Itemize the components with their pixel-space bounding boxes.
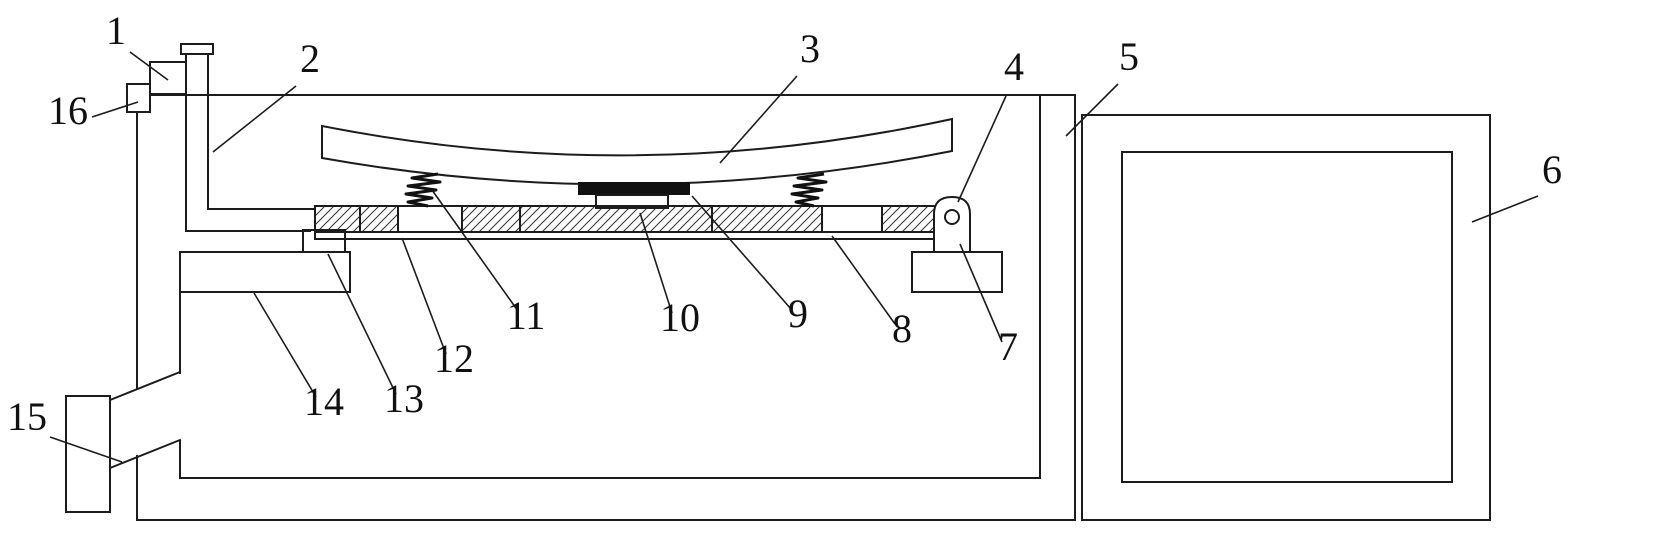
part-label-5: 5 bbox=[1119, 34, 1139, 79]
bar-plain-segment-left bbox=[398, 207, 462, 231]
part-label-6: 6 bbox=[1542, 147, 1562, 192]
support-bar bbox=[314, 205, 938, 240]
leader-line-14 bbox=[253, 292, 317, 398]
leader-line-13 bbox=[327, 253, 397, 395]
leader-line-4 bbox=[957, 95, 1007, 203]
part-label-16: 16 bbox=[48, 88, 88, 133]
right-spring bbox=[790, 172, 828, 208]
part-label-14: 14 bbox=[304, 379, 344, 424]
bar-bottom-strip bbox=[314, 231, 938, 240]
part-label-3: 3 bbox=[800, 26, 820, 71]
leader-line-8 bbox=[831, 235, 896, 325]
right-box-inner-wall bbox=[1121, 151, 1453, 483]
part-label-13: 13 bbox=[384, 376, 424, 421]
outlet-box bbox=[65, 395, 111, 513]
curved-plate bbox=[321, 117, 953, 186]
leader-lines bbox=[49, 51, 1539, 463]
solid-strip bbox=[578, 182, 690, 195]
leader-line-10 bbox=[639, 212, 673, 314]
leader-line-7 bbox=[959, 243, 1003, 343]
pivot-pin bbox=[944, 209, 960, 225]
part-label-12: 12 bbox=[434, 336, 474, 381]
part-labels: 1 2 3 4 5 6 7 8 9 10 11 12 13 14 15 16 bbox=[7, 8, 1562, 439]
bar-plain-segment-right bbox=[822, 207, 882, 231]
leader-line-15 bbox=[49, 436, 123, 463]
pivot-bracket bbox=[933, 195, 971, 253]
porous-block bbox=[302, 229, 346, 253]
leader-line-6 bbox=[1471, 195, 1539, 223]
part-label-2: 2 bbox=[300, 36, 320, 81]
leader-line-9 bbox=[691, 195, 792, 310]
outlet-box-assembly bbox=[65, 370, 182, 513]
outlet-pipe-bottom-line bbox=[108, 438, 182, 470]
inlet-pipe-outer-line bbox=[185, 49, 311, 232]
part-label-15: 15 bbox=[7, 394, 47, 439]
part-label-10: 10 bbox=[660, 295, 700, 340]
inlet-pipe bbox=[180, 43, 316, 232]
leader-line-12 bbox=[401, 237, 447, 355]
pipe-fitting bbox=[149, 61, 187, 95]
leader-line-3 bbox=[719, 75, 798, 164]
left-spring bbox=[404, 172, 442, 208]
part-label-4: 4 bbox=[1004, 44, 1024, 89]
right-box bbox=[1081, 114, 1491, 521]
pipe-top-cap bbox=[180, 43, 214, 55]
outlet-pipe-top-line bbox=[108, 370, 182, 402]
leader-line-1 bbox=[129, 51, 169, 81]
center-block bbox=[595, 194, 669, 209]
part-label-11: 11 bbox=[507, 293, 546, 338]
part-label-1: 1 bbox=[106, 8, 126, 53]
pipe-fittings bbox=[126, 61, 187, 113]
part-label-9: 9 bbox=[788, 291, 808, 336]
main-tank bbox=[136, 94, 1076, 521]
pipe-flange bbox=[126, 83, 151, 113]
right-box-outer-wall bbox=[1081, 114, 1491, 521]
leader-line-16 bbox=[91, 101, 139, 118]
left-shelf bbox=[179, 251, 351, 293]
part-label-8: 8 bbox=[892, 306, 912, 351]
leader-line-11 bbox=[431, 189, 519, 312]
inlet-pipe-inner-line bbox=[207, 49, 316, 210]
supports bbox=[179, 251, 1003, 293]
part-label-7: 7 bbox=[998, 324, 1018, 369]
leader-line-5 bbox=[1065, 83, 1119, 137]
right-support bbox=[911, 251, 1003, 293]
leader-line-2 bbox=[212, 85, 297, 153]
